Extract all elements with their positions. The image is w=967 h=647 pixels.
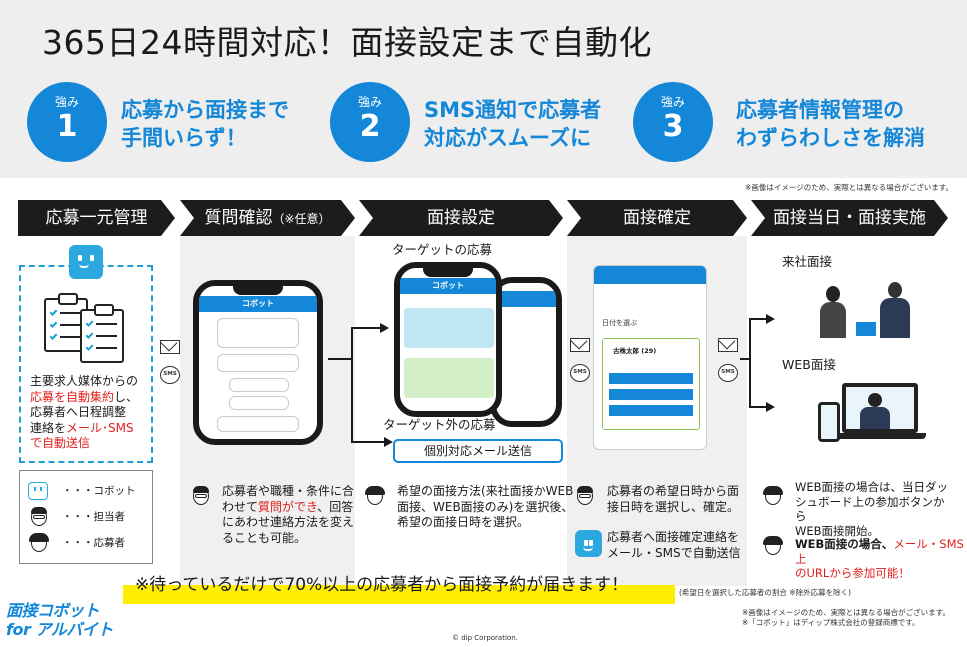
target-label: ターゲットの応募 bbox=[392, 242, 493, 257]
question-phone: コボット bbox=[193, 280, 323, 445]
connector-line bbox=[749, 406, 767, 408]
slot-button[interactable] bbox=[609, 389, 693, 400]
sms-icon: SMS bbox=[718, 364, 738, 382]
chat-bubble bbox=[217, 318, 299, 348]
legend: ・・・コボット ・・・担当者 ・・・応募者 bbox=[19, 470, 153, 564]
highlight-bar bbox=[123, 585, 675, 604]
dashboard-screen: 日付を選ぶ 古株太郎 (29) bbox=[593, 265, 707, 450]
web-start-description: WEB面接の場合は、当日ダッ シュボード上の参加ボタンか ら WEB面接開始。 bbox=[795, 480, 949, 538]
slot-button[interactable] bbox=[609, 373, 693, 384]
non-target-label: ターゲット外の応募 bbox=[383, 417, 496, 432]
arrow-head bbox=[380, 323, 389, 333]
sms-icon: SMS bbox=[160, 366, 180, 384]
sms-icon: SMS bbox=[570, 364, 590, 382]
strength-badge: 強み 1 bbox=[27, 82, 107, 162]
cobot-icon bbox=[69, 245, 103, 279]
top-band bbox=[0, 0, 967, 178]
cobot-icon bbox=[28, 482, 48, 500]
step-interview-confirmed: 面接確定 bbox=[567, 200, 747, 236]
connector-line bbox=[749, 318, 751, 408]
image-note: ※画像はイメージのため、実際とは異なる場合がございます。 bbox=[745, 183, 953, 192]
visit-interview-illustration bbox=[812, 278, 920, 340]
cobot-icon bbox=[575, 530, 602, 557]
staff-icon bbox=[574, 484, 600, 512]
confirm-notify-description: 応募者へ面接確定連絡を メール・SMSで自動送信 bbox=[607, 530, 741, 560]
connector-line bbox=[351, 441, 385, 443]
connector-line bbox=[749, 318, 767, 320]
connector-line bbox=[351, 327, 381, 329]
question-description: 応募者や職種・条件に合 わせて質問ができ、回答 にあわせ連絡方法を変え ることも… bbox=[222, 484, 355, 545]
staff-icon bbox=[28, 505, 50, 529]
interview-phone-front: コボット bbox=[394, 262, 502, 417]
mail-icon bbox=[160, 340, 180, 354]
strength-badge: 強み 2 bbox=[330, 82, 410, 162]
laptop-base bbox=[834, 433, 926, 439]
highlight-text: ※待っているだけで70%以上の応募者から面接予約が届きます！ bbox=[135, 575, 629, 595]
visit-interview-label: 来社面接 bbox=[782, 254, 833, 269]
chat-bubble bbox=[229, 378, 289, 392]
slot-button[interactable] bbox=[609, 405, 693, 416]
strength-text: 応募から面接まで 手間いらず！ bbox=[121, 98, 289, 150]
arrow-head bbox=[766, 402, 775, 412]
applicant-icon bbox=[762, 534, 788, 562]
arrow-head bbox=[766, 314, 775, 324]
interview-image bbox=[404, 358, 494, 398]
connector-line bbox=[328, 358, 352, 360]
web-url-description: WEB面接の場合、メール・SMS上 のURLから参加可能！ bbox=[795, 537, 964, 580]
applicant-icon bbox=[28, 531, 50, 555]
step-interview-day: 面接当日・面接実施 bbox=[751, 200, 948, 236]
trademark-note: ※「コボット」はディップ株式会社の登録商標です。 bbox=[742, 618, 920, 627]
mail-icon bbox=[570, 338, 590, 352]
product-logo: 面接コボット for アルバイト bbox=[6, 601, 113, 639]
chat-bubble bbox=[217, 354, 299, 372]
confirm-description: 応募者の希望日時から面 接日時を選択し、確定。 bbox=[607, 484, 740, 514]
strength-text: SMS通知で応募者 対応がスムーズに bbox=[424, 98, 602, 150]
step-interview-setting: 面接設定 bbox=[359, 200, 563, 236]
applicant-icon bbox=[364, 484, 390, 512]
aggregation-description: 主要求人媒体からの 応募を自動集約し、 応募者へ日程調整 連絡をメール･SMS … bbox=[30, 374, 139, 450]
arrow-head bbox=[384, 437, 393, 447]
web-interview-label: WEB面接 bbox=[782, 357, 836, 372]
page-title: 365日24時間対応！面接設定まで自動化 bbox=[42, 23, 652, 62]
step-question-check: 質問確認（※任意） bbox=[180, 200, 355, 236]
mail-icon bbox=[718, 338, 738, 352]
interview-setting-description: 希望の面接方法(来社面接かWEB 面接、WEB面接のみ)を選択後、 希望の面接日… bbox=[397, 484, 574, 529]
strength-text: 応募者情報管理の わずらわしさを解消 bbox=[736, 98, 925, 150]
applicant-icon bbox=[762, 484, 788, 512]
laptop-screen bbox=[842, 383, 918, 433]
chat-bubble bbox=[217, 416, 299, 432]
clipboard-icon bbox=[80, 304, 124, 363]
ratio-note: (希望日を選択した応募者の割合 ※除外応募を除く) bbox=[679, 588, 852, 597]
interview-image bbox=[404, 308, 494, 348]
copyright: © dip Corporation. bbox=[452, 634, 518, 642]
individual-mail-button[interactable]: 個別対応メール送信 bbox=[393, 439, 563, 463]
connector-line bbox=[351, 327, 353, 442]
chat-bubble bbox=[229, 396, 289, 410]
strength-badge: 強み 3 bbox=[633, 82, 713, 162]
image-note: ※画像はイメージのため、実際とは異なる場合がございます。 bbox=[742, 608, 950, 617]
connector-line bbox=[740, 358, 750, 360]
step-application-management: 応募一元管理 bbox=[18, 200, 175, 236]
staff-icon bbox=[190, 484, 216, 512]
smartphone bbox=[818, 402, 840, 442]
